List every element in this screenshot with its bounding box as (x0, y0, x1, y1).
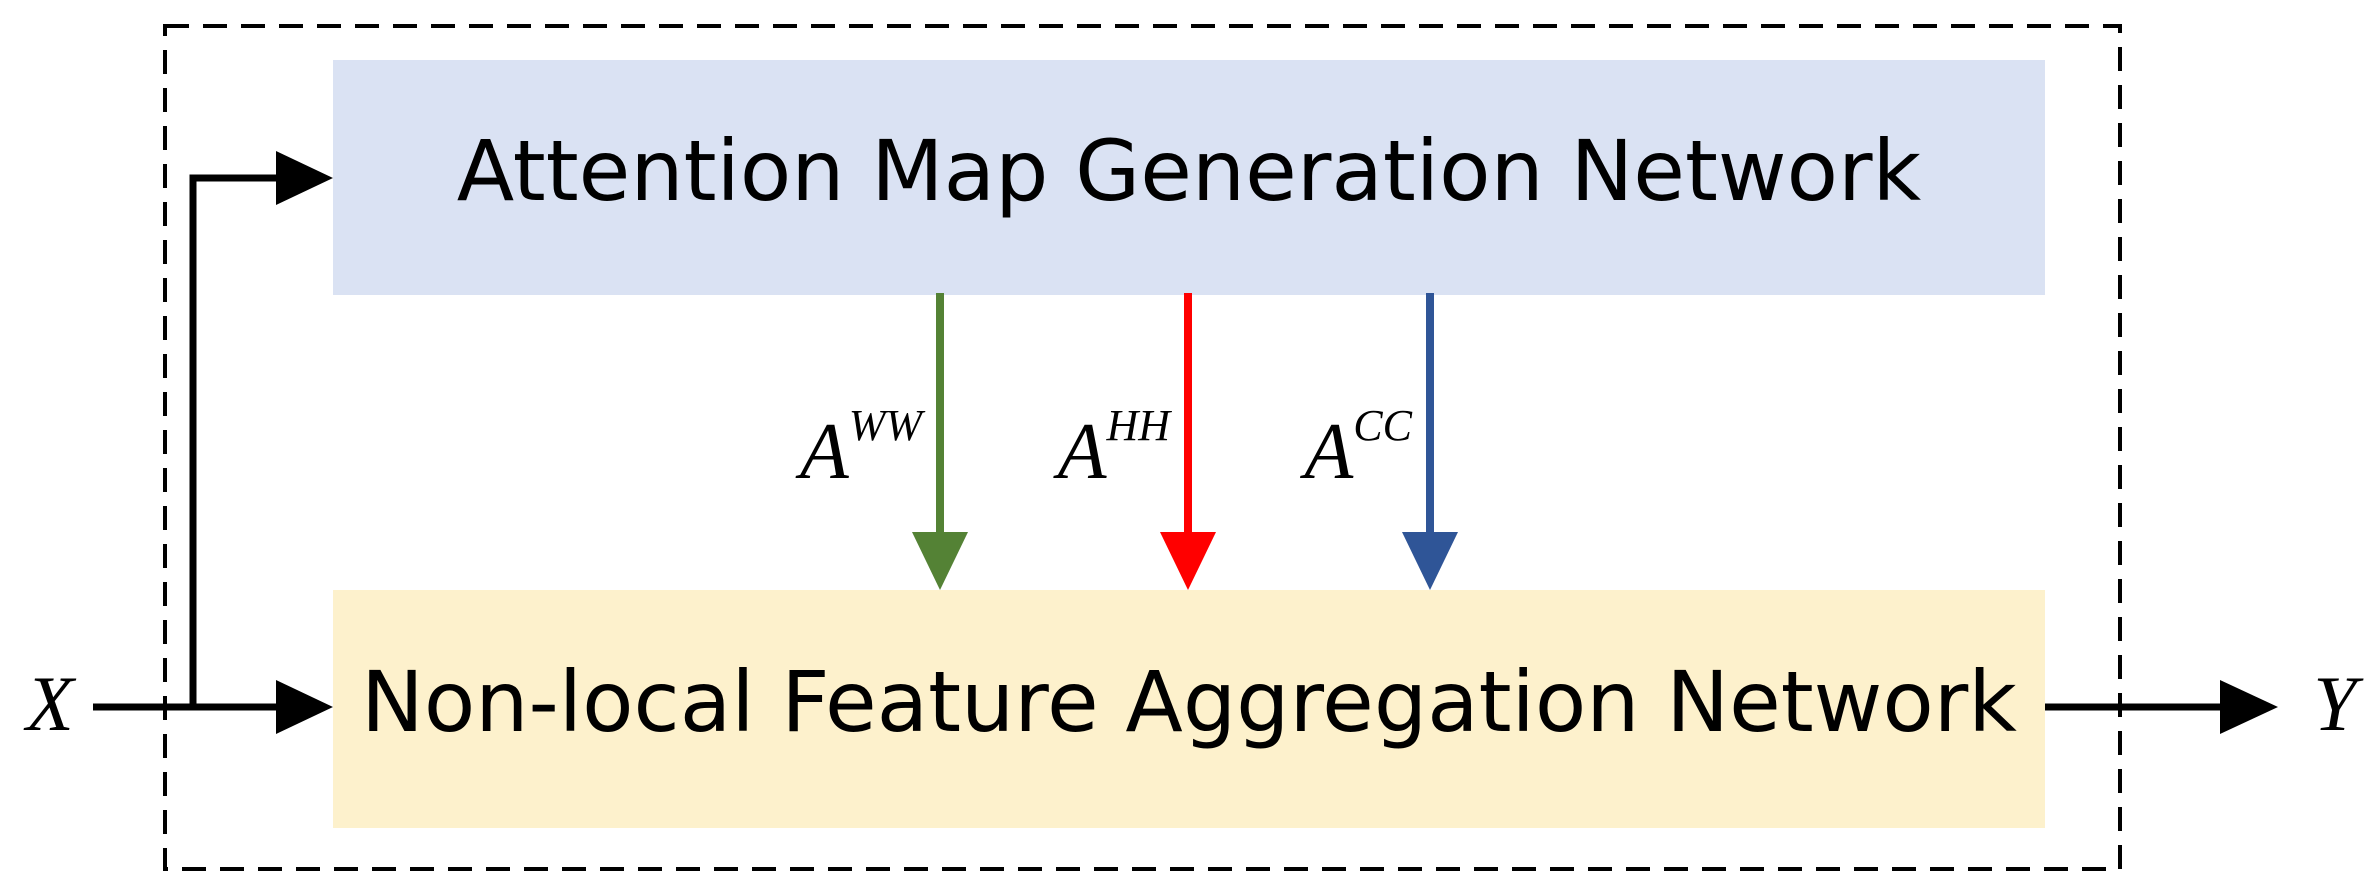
attention-arrow-hh-head (1160, 532, 1216, 590)
attention-map-hh-label: AHH (1053, 401, 1173, 496)
output-arrow-head (2220, 680, 2278, 734)
feature-aggregation-label: Non-local Feature Aggregation Network (361, 653, 2017, 751)
output-y-label: Y (2313, 660, 2364, 747)
attention-map-ww-superscript: WW (849, 401, 926, 450)
module-dashed-frame (163, 24, 2122, 871)
feature-aggregation-block (333, 590, 2045, 828)
attention-arrow-cc-head (1402, 532, 1458, 590)
branch-arrow-head (276, 151, 333, 205)
attention-map-generation-block (333, 60, 2045, 295)
attention-map-hh-base: A (1053, 408, 1108, 496)
attention-arrow-ww-head (912, 532, 968, 590)
attention-map-cc-superscript: CC (1353, 401, 1412, 450)
attention-map-generation-label: Attention Map Generation Network (457, 122, 1922, 220)
attention-map-ww-base: A (795, 408, 850, 496)
attention-map-ww-label: AWW (795, 401, 926, 496)
attention-map-cc-base: A (1299, 408, 1354, 496)
input-arrow-head (276, 680, 333, 734)
input-x-label: X (23, 660, 77, 747)
branch-arrow-line (189, 174, 280, 707)
attention-map-cc-label: ACC (1299, 401, 1412, 496)
attention-map-hh-superscript: HH (1105, 401, 1172, 450)
